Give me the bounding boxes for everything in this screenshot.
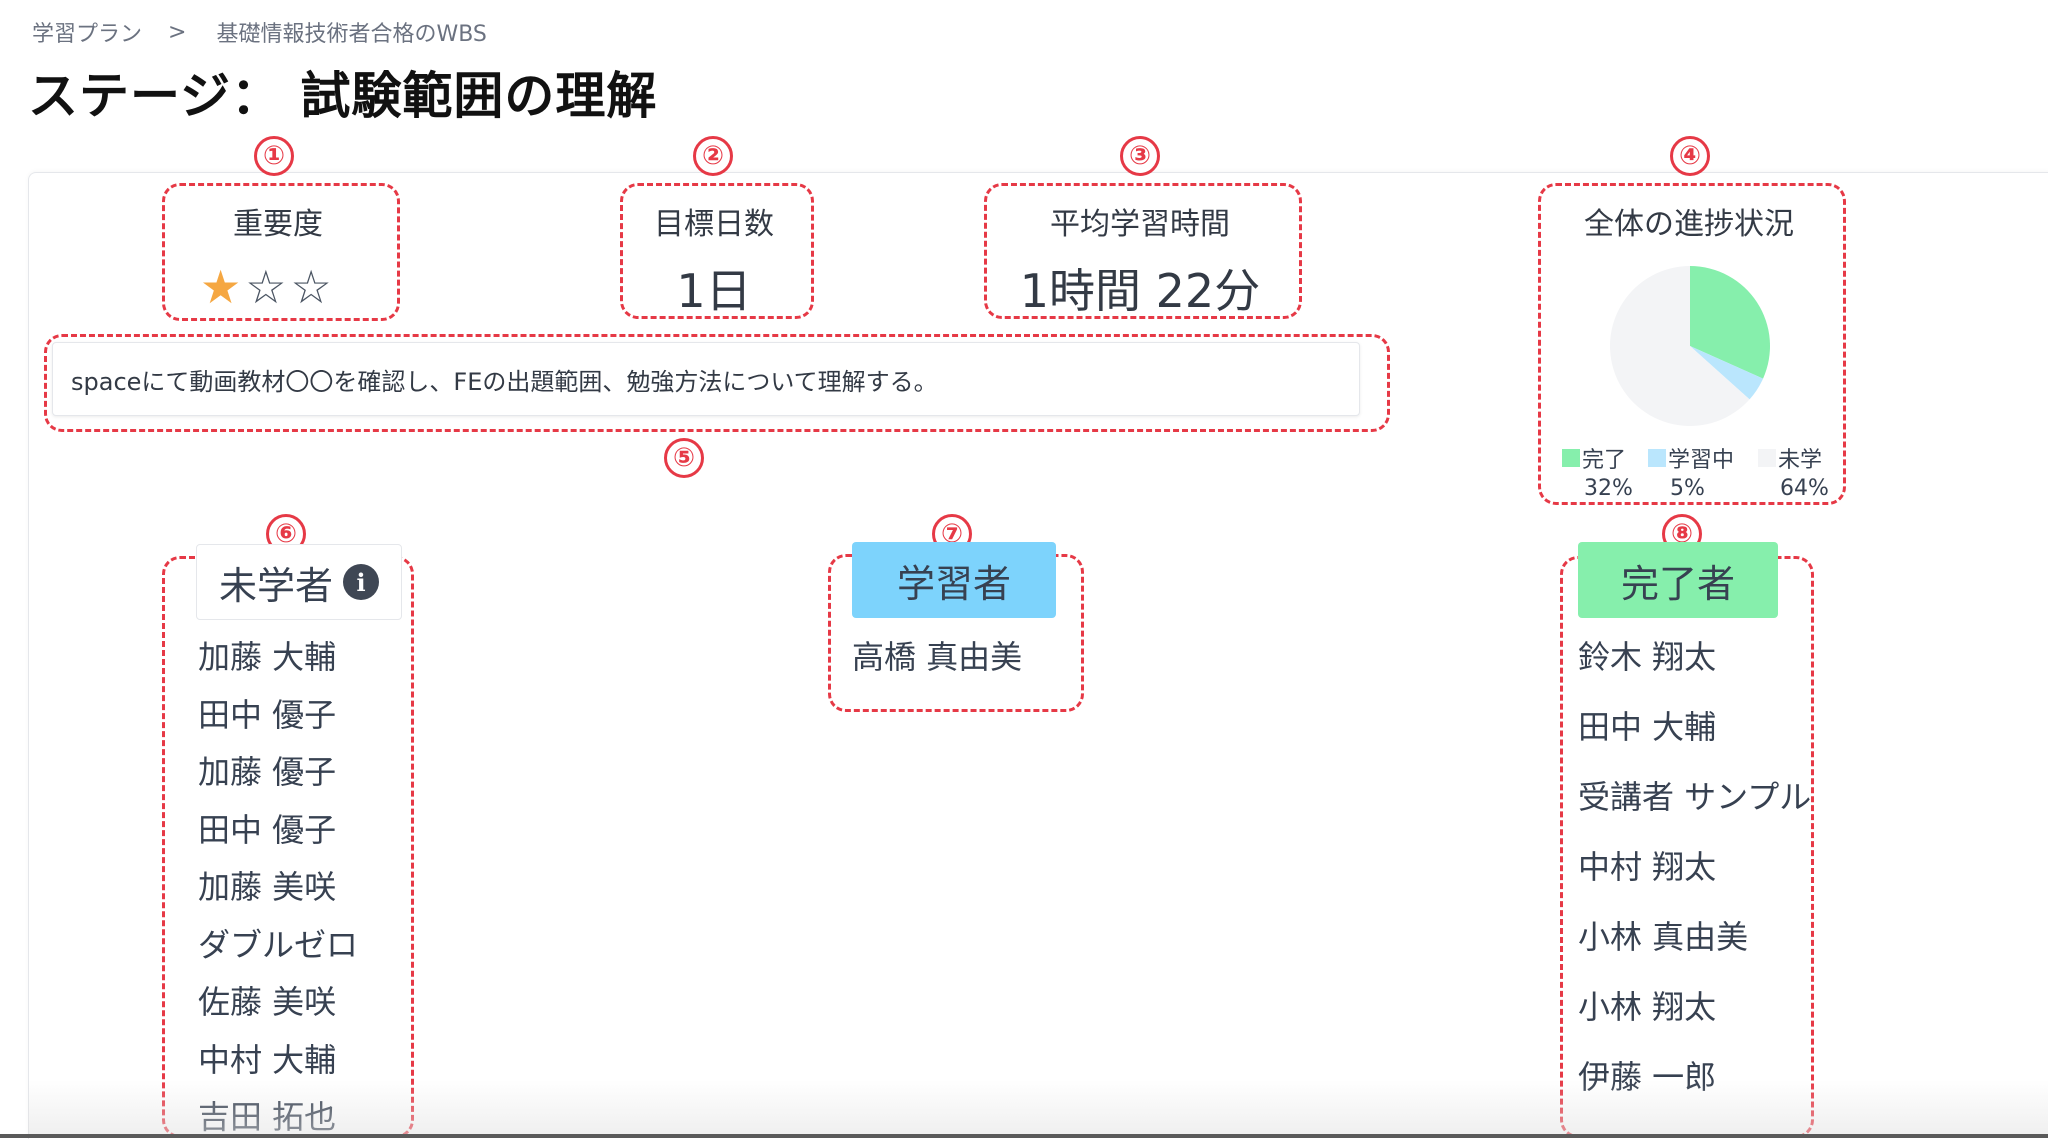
page-title: ステージ： 試験範囲の理解 [28,67,658,125]
learner-name: 田中 優子 [198,810,337,849]
pie-slice-0 [1690,266,1770,379]
legend-label: 未学 [1778,448,1823,473]
legend-swatch [1562,449,1580,467]
legend-item: 完了 [1562,442,1626,474]
window-bottom-edge [0,1134,2048,1138]
annotation-marker-4: ④ [1670,136,1710,176]
completed-title: 完了者 [1620,561,1735,606]
star-filled-icon: ★ [200,260,242,314]
avg-time-label: 平均学習時間 [1050,207,1230,242]
info-icon[interactable]: i [343,564,379,600]
annotation-marker-5: ⑤ [664,438,704,478]
learner-name: 小林 翔太 [1578,988,1717,1026]
completed-header: 完了者 [1578,542,1778,618]
not-started-title: 未学者 [218,563,333,608]
learner-name: 受講者 サンプル [1578,778,1812,816]
avg-time-value: 1時間 22分 [1019,264,1261,318]
learner-name: 田中 大輔 [1578,708,1717,746]
learner-name: 佐藤 美咲 [198,983,337,1021]
legend-percent: 5% [1670,476,1705,501]
target-days-label: 目標日数 [654,207,774,242]
annotation-marker-1: ① [254,136,294,176]
breadcrumb-item-wbs[interactable]: 基礎情報技術者合格のWBS [216,22,487,47]
bottom-fade [28,1080,2048,1138]
legend-label: 学習中 [1668,448,1735,473]
stage-card [28,172,2048,1139]
learner-name: 田中 優子 [198,695,337,734]
annotation-box-importance [162,183,400,321]
annotation-box-target-days [620,183,814,319]
star-empty-icon: ☆ [245,260,287,314]
learner-name: 加藤 美咲 [198,868,337,906]
learner-name: 中村 大輔 [198,1040,337,1079]
learning-header: 学習者 [852,542,1056,618]
learning-title: 学習者 [896,561,1011,606]
importance-rating: ★ ☆ ☆ [200,264,332,310]
learner-name: ダブルゼロ [198,925,359,964]
legend-swatch [1648,449,1666,467]
star-empty-icon: ☆ [290,260,332,314]
breadcrumb-item-plan[interactable]: 学習プラン [32,22,143,47]
legend-item: 学習中 [1648,442,1734,474]
annotation-marker-2: ② [693,136,733,176]
learner-name: 中村 翔太 [1578,848,1717,886]
progress-label: 全体の進捗状況 [1584,207,1794,242]
target-days-value: 1日 [676,264,752,318]
learner-name: 高橋 真由美 [852,638,1023,676]
annotation-box-avg-time [984,183,1302,319]
legend-item: 未学 [1758,442,1822,474]
learner-name: 加藤 優子 [198,753,337,791]
pie-slice-1 [1690,346,1764,400]
chevron-right-icon: > [168,19,187,45]
stage-description: spaceにて動画教材〇〇を確認し、FEの出題範囲、勉強方法について理解する。 [52,342,1360,416]
legend-swatch [1758,449,1776,467]
legend-label: 完了 [1582,448,1627,473]
learner-name: 加藤 大輔 [198,638,337,676]
annotation-box-progress [1538,183,1846,505]
learner-name: 鈴木 翔太 [1578,638,1717,676]
annotation-marker-3: ③ [1120,136,1160,176]
progress-pie-chart [1610,266,1770,426]
importance-label: 重要度 [233,207,323,242]
learner-name: 小林 真由美 [1578,918,1749,956]
legend-percent: 64% [1780,476,1829,501]
breadcrumb: 学習プラン > 基礎情報技術者合格のWBS [32,16,487,48]
not-started-header: 未学者 i [196,544,402,620]
legend-percent: 32% [1584,476,1633,501]
annotation-box-description [44,334,1390,432]
pie-slice-2 [1610,266,1750,426]
